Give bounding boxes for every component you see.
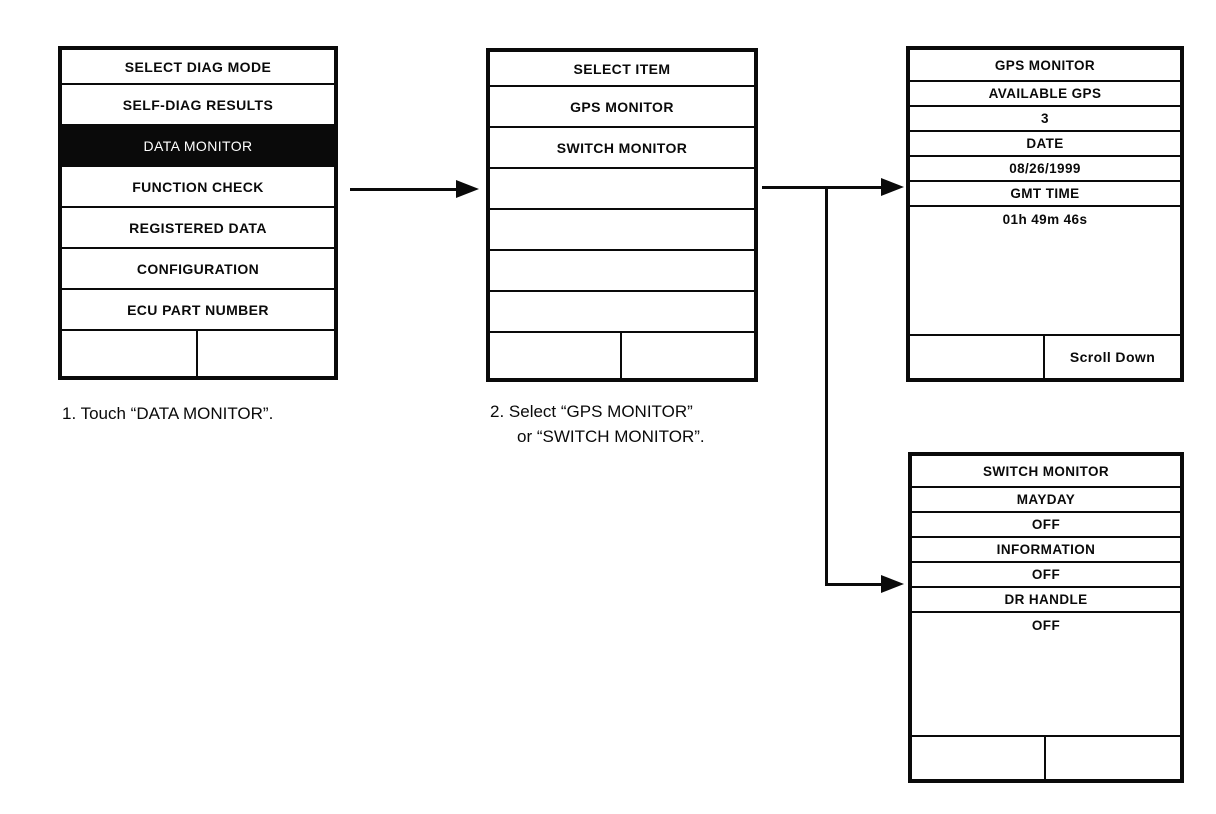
- arrow-right-icon: [881, 178, 904, 196]
- caption-step-2: 2. Select “GPS MONITOR” or “SWITCH MONIT…: [490, 400, 705, 449]
- value-available-gps: 3: [910, 105, 1180, 130]
- footer-cell-left: [490, 333, 622, 378]
- panel-switch-monitor: SWITCH MONITOR MAYDAY OFF INFORMATION OF…: [908, 452, 1184, 783]
- panel-title-select-item: SELECT ITEM: [490, 52, 754, 85]
- menu-item-configuration: CONFIGURATION: [62, 247, 334, 288]
- panel-title-switch-monitor: SWITCH MONITOR: [912, 456, 1180, 486]
- arrow-right-icon: [456, 180, 479, 198]
- panel-select-item: SELECT ITEM GPS MONITOR SWITCH MONITOR: [486, 48, 758, 382]
- value-information: OFF: [912, 561, 1180, 586]
- flow-arrow-line-to-gps: [762, 186, 884, 189]
- panel-gps-monitor: GPS MONITOR AVAILABLE GPS 3 DATE 08/26/1…: [906, 46, 1184, 382]
- menu-item-ecu-part-number: ECU PART NUMBER: [62, 288, 334, 329]
- panel-select-diag-mode: SELECT DIAG MODE SELF-DIAG RESULTS DATA …: [58, 46, 338, 380]
- menu-item-switch-monitor: SWITCH MONITOR: [490, 126, 754, 167]
- flow-arrow-branch-line: [825, 186, 828, 586]
- flow-arrow-line-to-switch: [825, 583, 884, 586]
- panel-footer: [62, 329, 334, 376]
- menu-item-empty: [490, 249, 754, 290]
- footer-cell-right: [198, 331, 334, 376]
- panel-title-gps-monitor: GPS MONITOR: [910, 50, 1180, 80]
- value-mayday: OFF: [912, 511, 1180, 536]
- footer-cell-left: [912, 737, 1046, 779]
- scroll-down-button: Scroll Down: [1069, 349, 1156, 365]
- menu-item-registered-data: REGISTERED DATA: [62, 206, 334, 247]
- caption-step-1-text: 1. Touch “DATA MONITOR”.: [62, 404, 274, 423]
- caption-step-2-line1: 2. Select “GPS MONITOR”: [490, 402, 693, 421]
- footer-cell-left: [62, 331, 198, 376]
- panel-title-select-diag-mode: SELECT DIAG MODE: [62, 50, 334, 83]
- menu-item-empty: [490, 290, 754, 331]
- label-available-gps: AVAILABLE GPS: [910, 80, 1180, 105]
- caption-step-1: 1. Touch “DATA MONITOR”.: [62, 402, 273, 427]
- footer-cell-left: [910, 336, 1045, 378]
- menu-item-empty: [490, 167, 754, 208]
- value-dr-handle: OFF: [912, 611, 1180, 735]
- caption-step-2-line2: or “SWITCH MONITOR”.: [517, 426, 705, 446]
- menu-item-gps-monitor: GPS MONITOR: [490, 85, 754, 126]
- flow-arrow-line-step1: [350, 188, 458, 191]
- footer-cell-right: [622, 333, 754, 378]
- footer-cell-right: [1046, 737, 1180, 779]
- panel-footer: [912, 735, 1180, 779]
- menu-item-function-check: FUNCTION CHECK: [62, 165, 334, 206]
- menu-item-empty: [490, 208, 754, 249]
- menu-item-self-diag-results: SELF-DIAG RESULTS: [62, 83, 334, 124]
- label-dr-handle: DR HANDLE: [912, 586, 1180, 611]
- label-mayday: MAYDAY: [912, 486, 1180, 511]
- label-date: DATE: [910, 130, 1180, 155]
- label-information: INFORMATION: [912, 536, 1180, 561]
- value-gmt-time: 01h 49m 46s: [910, 205, 1180, 334]
- value-date: 08/26/1999: [910, 155, 1180, 180]
- panel-footer: Scroll Down: [910, 334, 1180, 378]
- menu-item-data-monitor-selected: DATA MONITOR: [62, 124, 334, 165]
- panel-footer: [490, 331, 754, 378]
- arrow-right-icon: [881, 575, 904, 593]
- label-gmt-time: GMT TIME: [910, 180, 1180, 205]
